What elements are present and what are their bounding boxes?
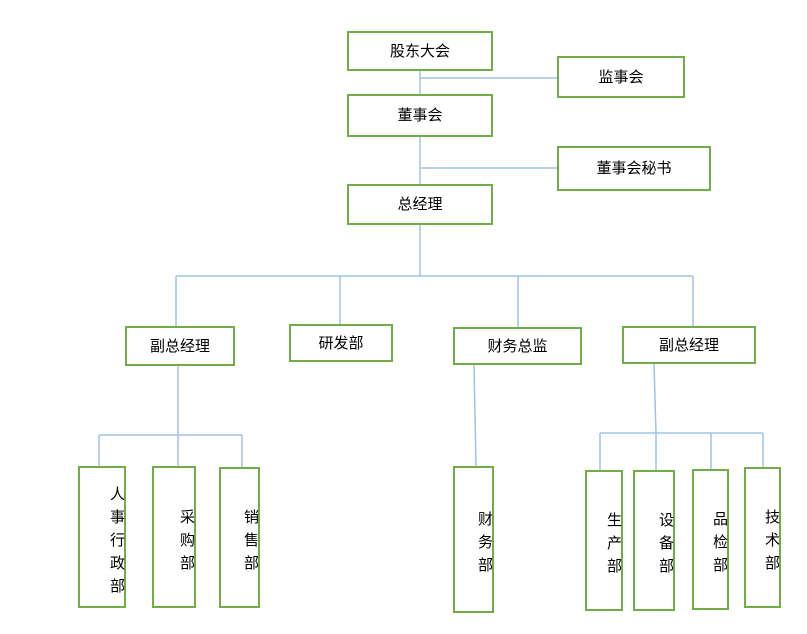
node-sales-dept: 销售部 [219,467,260,608]
node-hr-admin-dept: 人事行政部 [78,466,126,608]
node-rd-dept: 研发部 [289,324,393,362]
connector-finance-diag [473,364,477,467]
node-equipment-dept: 设备部 [633,470,675,611]
node-board-of-directors: 董事会 [347,94,493,137]
node-supervisory-board: 监事会 [557,56,685,98]
node-finance-director: 财务总监 [453,327,582,365]
node-quality-dept: 品检部 [692,469,729,610]
node-finance-dept: 财务部 [453,466,494,613]
node-production-dept: 生产部 [585,470,623,611]
node-purchasing-dept: 采购部 [152,466,196,608]
node-shareholders-meeting: 股东大会 [347,31,493,71]
node-deputy-gm-left: 副总经理 [125,326,235,366]
node-deputy-gm-right: 副总经理 [622,326,756,364]
node-general-manager: 总经理 [347,184,493,225]
node-technology-dept: 技术部 [744,467,781,608]
node-board-secretary: 董事会秘书 [557,146,711,191]
connector-deputy-right-down [653,363,657,434]
